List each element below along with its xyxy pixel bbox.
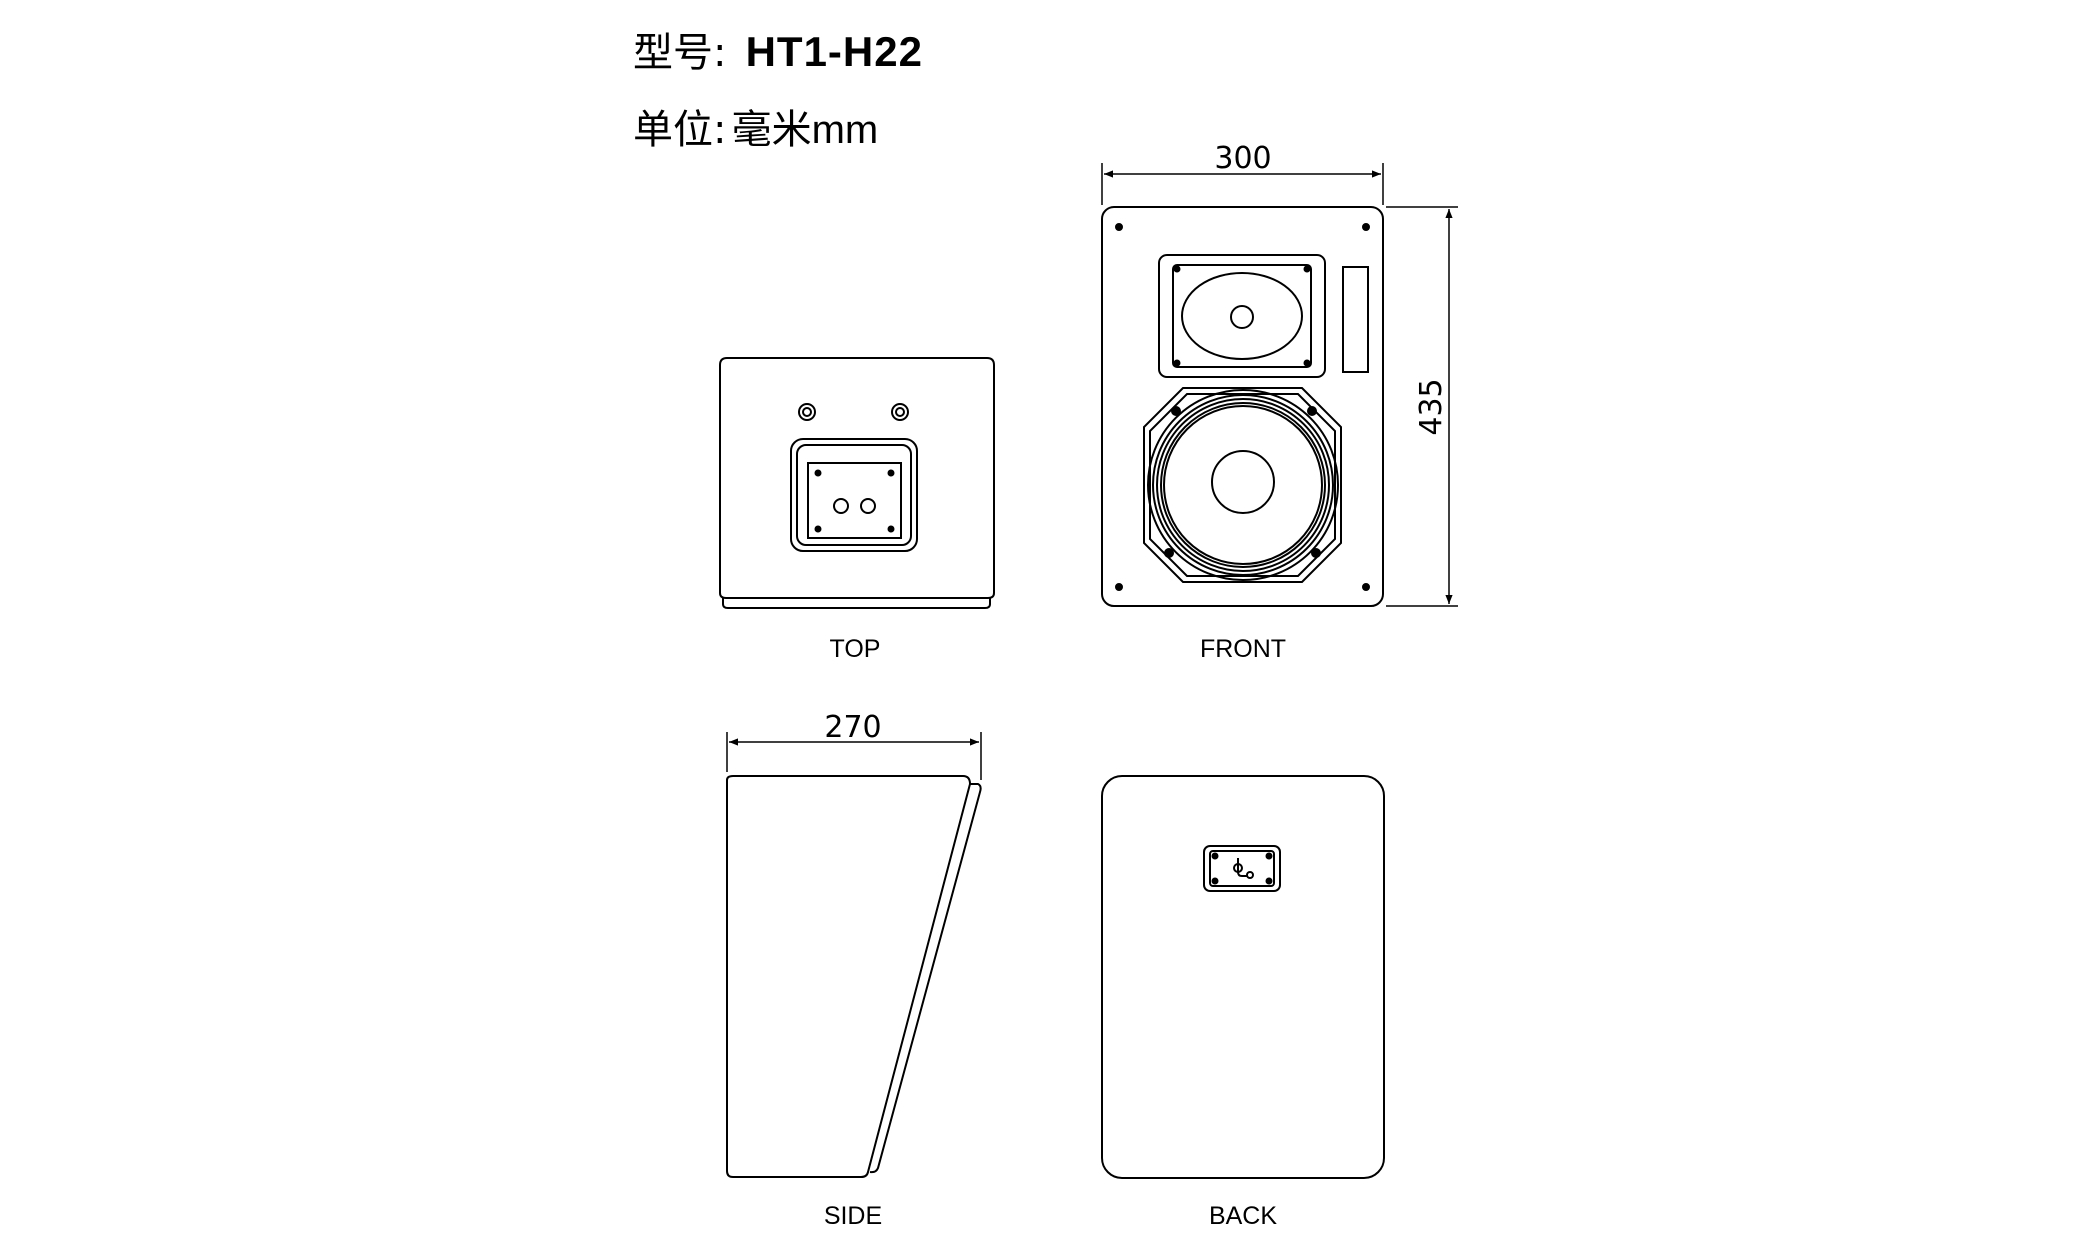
side-view-outline bbox=[726, 775, 972, 1178]
terminal-plate bbox=[790, 438, 918, 552]
bass-port bbox=[1342, 266, 1369, 373]
top-view-base bbox=[722, 598, 991, 609]
side-depth-label: 270 bbox=[824, 710, 881, 745]
model-value: HT1-H22 bbox=[745, 28, 923, 75]
caption-back: BACK bbox=[1209, 1202, 1277, 1230]
caption-front: FRONT bbox=[1200, 635, 1286, 663]
back-view bbox=[1101, 775, 1385, 1179]
unit-label: 单位: bbox=[633, 107, 727, 153]
caption-side: SIDE bbox=[824, 1202, 882, 1230]
caption-top: TOP bbox=[830, 635, 881, 663]
front-width-label: 300 bbox=[1214, 141, 1271, 176]
back-panel bbox=[1101, 775, 1385, 1179]
front-height-label: 435 bbox=[1414, 378, 1449, 435]
front-view bbox=[1101, 206, 1384, 607]
side-view-back-edge bbox=[869, 783, 982, 1174]
woofer bbox=[1143, 387, 1342, 583]
tweeter bbox=[1158, 254, 1326, 378]
front-width-dimension bbox=[1101, 163, 1384, 205]
front-height-dimension bbox=[1386, 206, 1458, 607]
model-label: 型号: bbox=[633, 30, 727, 76]
model-line: 型号: HT1-H22 bbox=[633, 20, 923, 78]
top-view bbox=[719, 357, 995, 609]
top-screw-right bbox=[891, 403, 909, 421]
unit-value: 毫米mm bbox=[731, 108, 879, 152]
wall-mount-bracket bbox=[1203, 845, 1281, 892]
top-view-outline bbox=[719, 357, 995, 599]
unit-line: 单位: 毫米mm bbox=[633, 97, 878, 155]
top-screw-left bbox=[798, 403, 816, 421]
side-view bbox=[726, 775, 982, 1178]
front-baffle bbox=[1101, 206, 1384, 607]
side-depth-dimension bbox=[726, 732, 982, 780]
